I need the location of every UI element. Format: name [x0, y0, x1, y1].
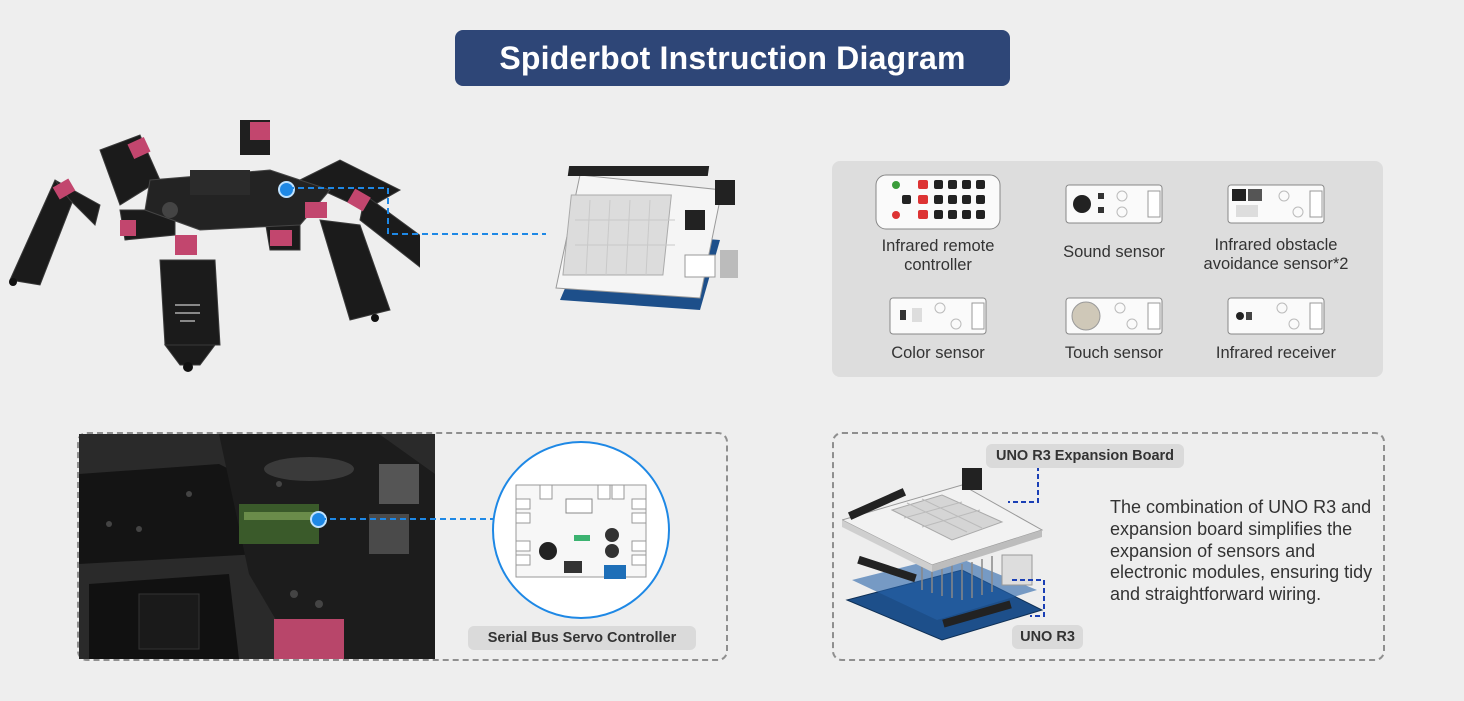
sensor-label: Color sensor: [891, 344, 985, 362]
uno-expansion-box: [832, 432, 1385, 661]
connector-line: [288, 187, 546, 235]
uno-expansion-board-image: [555, 166, 738, 310]
uno-stack-image: [842, 468, 1044, 641]
remote-controller-icon: [875, 174, 1001, 230]
servo-controller-board-image: [515, 484, 647, 579]
sensor-item: Sound sensor: [1026, 183, 1202, 262]
servo-controller-label: Serial Bus Servo Controller: [468, 626, 696, 650]
servo-controller-box: [77, 432, 728, 661]
connection-marker-dot: [278, 181, 295, 198]
sensor-item: Infrared obstacle avoidance sensor*2: [1188, 183, 1364, 274]
sensor-label: Touch sensor: [1064, 344, 1164, 362]
sensor-label: Infrared obstacle avoidance sensor*2: [1203, 236, 1349, 273]
expansion-board-label: UNO R3 Expansion Board: [986, 444, 1184, 468]
uno-label: UNO R3: [1012, 625, 1083, 649]
sensor-label: Infrared receiver: [1215, 344, 1337, 362]
connector-line: [320, 518, 494, 520]
sound-sensor-icon: [1065, 184, 1163, 224]
sensor-label: Sound sensor: [1063, 243, 1165, 261]
color-sensor-icon: [889, 297, 987, 335]
page-title: Spiderbot Instruction Diagram: [455, 30, 1010, 86]
sensor-panel: Infrared remote controller Sound sensor …: [832, 161, 1383, 377]
servo-controller-zoom: [492, 441, 670, 619]
description-text: The combination of UNO R3 and expansion …: [1110, 497, 1373, 605]
sensor-label: Infrared remote controller: [881, 237, 995, 274]
connector-lines: [1008, 466, 1045, 617]
touch-sensor-icon: [1065, 297, 1163, 335]
sensor-item: Infrared receiver: [1188, 296, 1364, 363]
sensor-item: Touch sensor: [1026, 296, 1202, 363]
spiderbot-image: [9, 120, 420, 372]
sensor-item: Color sensor: [850, 296, 1026, 363]
robot-closeup-image: [79, 434, 435, 659]
ir-receiver-icon: [1227, 297, 1325, 335]
ir-obstacle-sensor-icon: [1227, 184, 1325, 224]
sensor-item: Infrared remote controller: [850, 173, 1026, 275]
